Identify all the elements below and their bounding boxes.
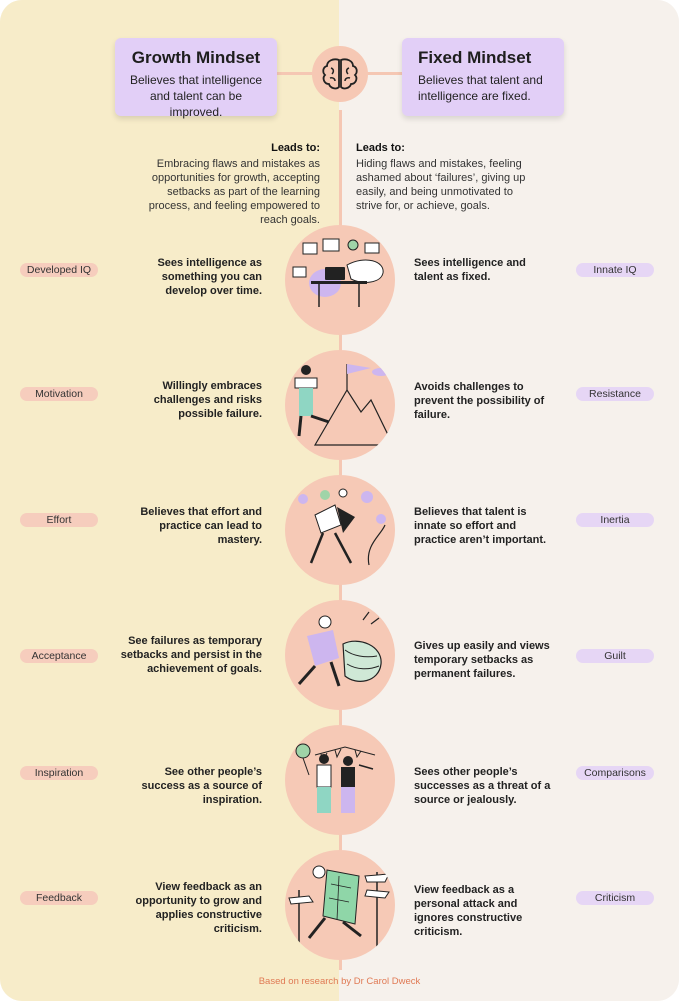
fixed-leads-to: Leads to: Hiding flaws and mistakes, fee… [356, 141, 526, 213]
growth-column-background [0, 0, 339, 1001]
growth-leads-to: Leads to: Embracing flaws and mistakes a… [130, 141, 320, 227]
practice-illustration [285, 475, 395, 585]
fixed-tag: Comparisons [576, 766, 654, 780]
footer-credit: Based on research by Dr Carol Dweck [258, 976, 421, 987]
fixed-subtitle: Believes that talent and intelligence ar… [418, 73, 543, 103]
growth-subtitle: Believes that intelligence and talent ca… [129, 73, 263, 119]
fixed-tag: Inertia [576, 513, 654, 527]
fixed-leads-text: Hiding flaws and mistakes, feeling asham… [356, 158, 526, 212]
fixed-description: View feedback as a personal attack and i… [414, 884, 523, 938]
pushing-boulder-illustration [285, 600, 395, 710]
workspace-illustration [285, 225, 395, 335]
growth-tag: Feedback [20, 891, 98, 905]
fixed-title: Fixed Mindset [418, 48, 532, 67]
fixed-tag: Guilt [576, 649, 654, 663]
comparison-row: Effort Believes that effort and practice… [0, 475, 679, 585]
growth-tag: Motivation [20, 387, 98, 401]
map-signpost-illustration [285, 850, 395, 960]
growth-description: Sees intelligence as something you can d… [157, 257, 262, 297]
comparison-row: Motivation Willingly embraces challenges… [0, 350, 679, 460]
fixed-description: Avoids challenges to prevent the possibi… [414, 381, 545, 421]
growth-description: Believes that effort and practice can le… [140, 506, 262, 546]
comparison-row: Acceptance See failures as temporary set… [0, 600, 679, 710]
brain-icon [312, 46, 368, 102]
fixed-column-background [339, 0, 679, 1001]
growth-title: Growth Mindset [131, 48, 261, 67]
fixed-description: Sees intelligence and talent as fixed. [414, 257, 526, 283]
fixed-description: Sees other people’s successes as a threa… [414, 766, 551, 806]
connector-left [276, 72, 316, 75]
comparison-row: Developed IQ Sees intelligence as someth… [0, 225, 679, 335]
growth-description: See other people’s success as a source o… [141, 766, 262, 806]
celebration-illustration [285, 725, 395, 835]
connector-right [364, 72, 404, 75]
growth-tag: Developed IQ [20, 263, 98, 277]
fixed-description: Believes that talent is innate so effort… [414, 506, 547, 546]
growth-description: See failures as temporary setbacks and p… [120, 635, 262, 675]
fixed-description: Gives up easily and views temporary setb… [414, 640, 550, 680]
growth-tag: Acceptance [20, 649, 98, 663]
comparison-row: Inspiration See other people’s success a… [0, 725, 679, 835]
mountain-climber-illustration [285, 350, 395, 460]
growth-leads-text: Embracing flaws and mistakes as opportun… [148, 158, 320, 226]
growth-mindset-header: Growth Mindset Believes that intelligenc… [115, 38, 277, 119]
fixed-tag: Resistance [576, 387, 654, 401]
growth-leads-label: Leads to: [271, 142, 320, 154]
comparison-row: Feedback View feedback as an opportunity… [0, 850, 679, 960]
fixed-mindset-header: Fixed Mindset Believes that talent and i… [402, 38, 564, 116]
fixed-tag: Criticism [576, 891, 654, 905]
growth-description: View feedback as an opportunity to grow … [135, 881, 262, 935]
growth-description: Willingly embraces challenges and risks … [153, 380, 262, 420]
growth-tag: Inspiration [20, 766, 98, 780]
fixed-leads-label: Leads to: [356, 142, 405, 154]
growth-tag: Effort [20, 513, 98, 527]
fixed-tag: Innate IQ [576, 263, 654, 277]
